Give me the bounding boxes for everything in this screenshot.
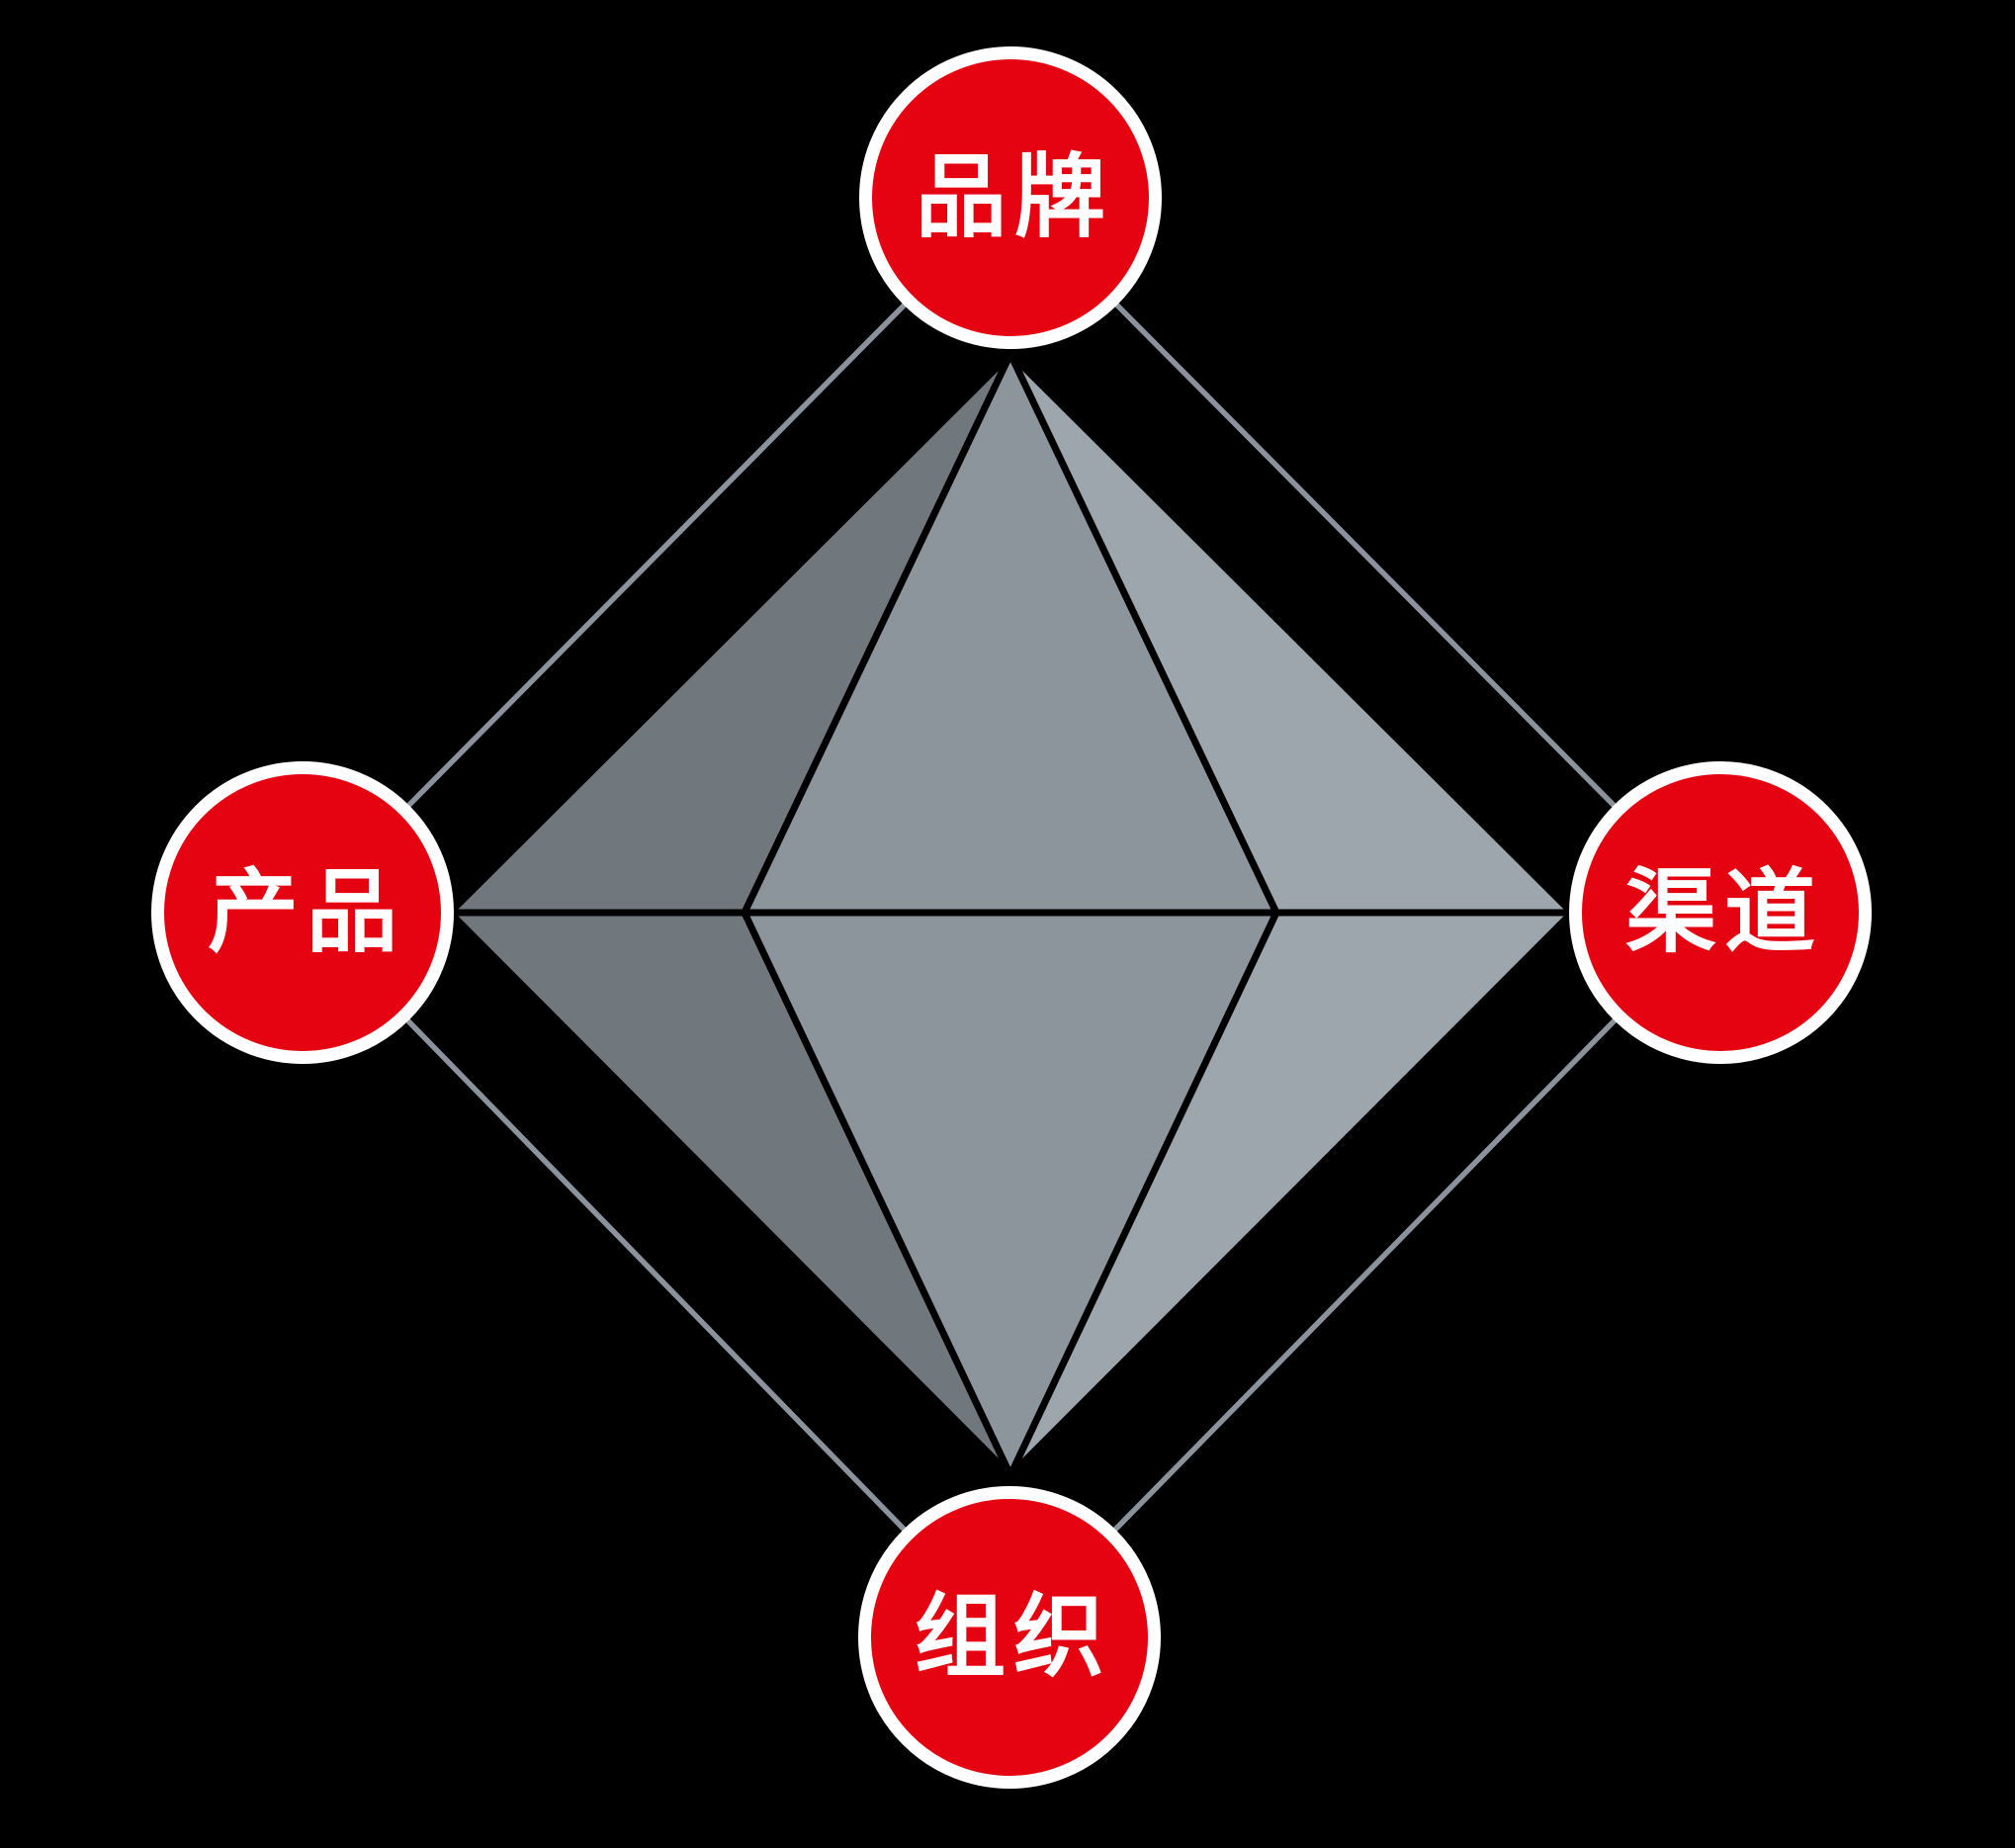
node-organization: 组织	[858, 1486, 1161, 1789]
connector-left-to-bottom	[301, 911, 1011, 1639]
connector-top-to-left	[301, 196, 1012, 915]
node-organization-label: 组织	[914, 1587, 1112, 1688]
connector-top-to-right	[1008, 196, 1722, 915]
gem-octahedron	[446, 350, 1576, 1479]
node-brand-label: 品牌	[915, 147, 1113, 248]
facet-lower-right	[1007, 909, 1576, 1479]
node-channel: 渠道	[1569, 761, 1872, 1064]
node-brand: 品牌	[859, 46, 1162, 349]
node-product-label: 产品	[207, 862, 405, 963]
connector-right-to-bottom	[1008, 911, 1722, 1639]
connector-lines	[301, 196, 1722, 1639]
node-channel-label: 渠道	[1624, 862, 1823, 963]
node-product: 产品	[151, 761, 454, 1064]
